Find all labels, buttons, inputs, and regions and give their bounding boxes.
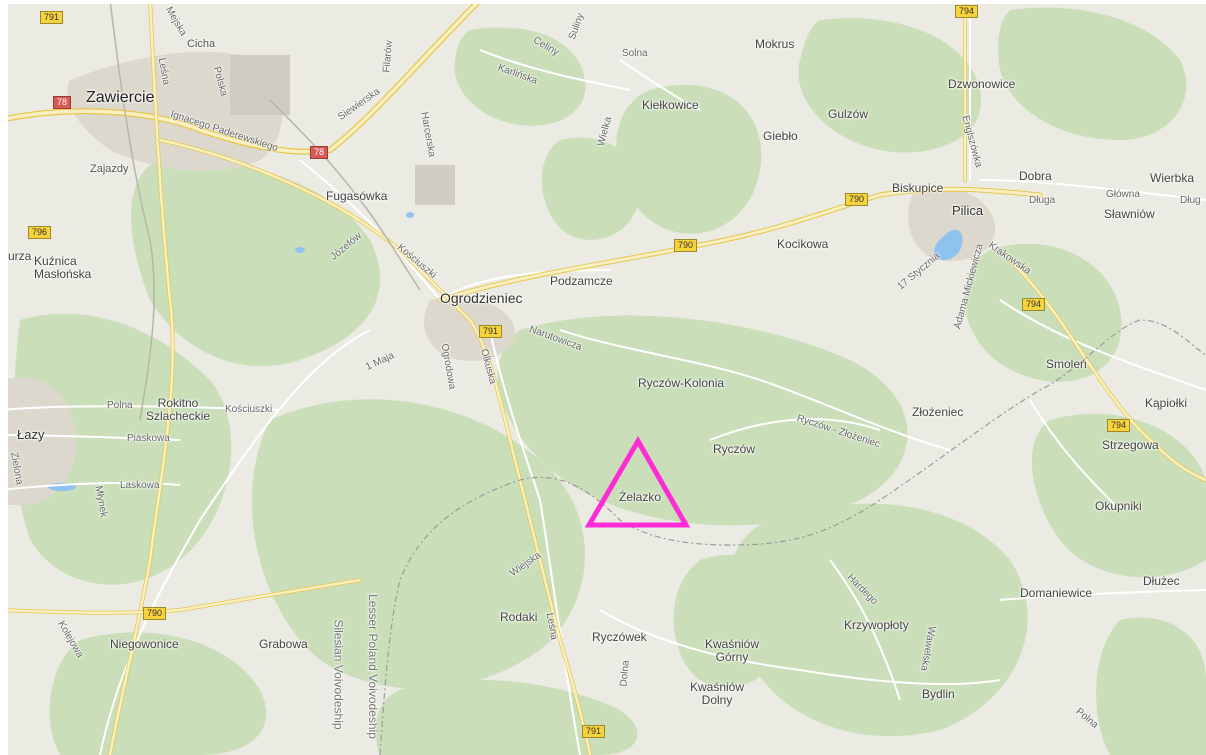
place-label-cicha[interactable]: Cicha — [187, 38, 216, 50]
place-label-smolen[interactable]: Smoleń — [1046, 357, 1087, 371]
place-label-kwasniow-dolny[interactable]: Kwaśniów Dolny — [690, 680, 745, 707]
place-label-ryczow-kolonia[interactable]: Ryczów-Kolonia — [638, 376, 725, 390]
place-label-zelazko[interactable]: Żelazko — [619, 490, 662, 504]
road-shield-794-top: 794 — [955, 5, 979, 18]
street-label-polna-west: Polna — [107, 400, 133, 411]
frame-left — [0, 0, 8, 755]
place-label-podzamcze[interactable]: Podzamcze — [550, 274, 613, 288]
place-label-dobra[interactable]: Dobra — [1019, 169, 1052, 183]
road-shield-78-east: 78 — [310, 146, 329, 159]
location-marker[interactable] — [584, 436, 691, 528]
place-label-ogrodzieniec[interactable]: Ogrodzieniec — [440, 290, 523, 306]
road-shield-791-center: 791 — [479, 325, 503, 338]
place-label-ryczow[interactable]: Ryczów — [713, 442, 756, 456]
railway — [109, 0, 421, 421]
minor-roads — [0, 10, 1206, 755]
road-shield-791-top: 791 — [40, 11, 64, 24]
place-label-zlozeniec[interactable]: Złożeniec — [912, 405, 964, 419]
street-label-laskowa: Laskowa — [120, 480, 160, 491]
place-label-kapiolki[interactable]: Kąpiołki — [1145, 396, 1188, 410]
road-shield-790-center: 790 — [674, 239, 698, 252]
place-label-ryczowek[interactable]: Ryczówek — [592, 630, 647, 644]
place-label-urza[interactable]: urza — [8, 249, 32, 263]
street-label-piaskowa: Piaskowa — [127, 433, 170, 444]
place-label-kielkowice[interactable]: Kiełkowice — [642, 98, 699, 112]
place-label-kocikowa[interactable]: Kocikowa — [777, 237, 829, 251]
road-shield-794-pilica: 794 — [1022, 298, 1046, 311]
place-label-kwasniow-gorny[interactable]: Kwaśniów Górny — [705, 637, 760, 664]
place-label-dzwonowice[interactable]: Dzwonowice — [948, 77, 1016, 91]
place-label-strzegowa[interactable]: Strzegowa — [1102, 438, 1159, 452]
place-label-pilica[interactable]: Pilica — [952, 203, 984, 218]
forest-areas — [13, 7, 1206, 755]
place-label-kuznica-maslonska[interactable]: Kuźnica Masłońska — [34, 254, 92, 281]
street-label-solna: Solna — [622, 48, 648, 59]
place-label-wierbka[interactable]: Wierbka — [1150, 171, 1195, 185]
road-shield-796: 796 — [28, 226, 52, 239]
road-shield-790-southwest: 790 — [143, 607, 167, 620]
road-shield-794-strzegowa: 794 — [1107, 419, 1131, 432]
place-label-gieblo[interactable]: Giebło — [763, 129, 798, 143]
place-label-rokitno-szlacheckie[interactable]: Rokitno Szlacheckie — [146, 396, 211, 423]
place-label-okupniki[interactable]: Okupniki — [1095, 499, 1142, 513]
place-label-mokrus[interactable]: Mokrus — [755, 37, 795, 51]
road-shield-790-east: 790 — [845, 193, 869, 206]
frame-top — [0, 0, 1206, 4]
admin-label-silesian: Silesian Voivodeship — [331, 619, 346, 730]
place-label-biskupice[interactable]: Biskupice — [892, 181, 944, 195]
place-label-domaniewice[interactable]: Domaniewice — [1020, 586, 1093, 600]
place-label-rodaki[interactable]: Rodaki — [500, 610, 538, 624]
place-label-fugasowka[interactable]: Fugasówka — [326, 189, 388, 203]
place-label-slawniow[interactable]: Sławniów — [1104, 207, 1155, 221]
place-label-gulzow[interactable]: Gulzów — [828, 107, 869, 121]
place-label-bydlin[interactable]: Bydlin — [922, 687, 955, 701]
place-label-grabowa[interactable]: Grabowa — [259, 637, 308, 651]
street-label-kosciuszki-west: Kościuszki — [225, 404, 273, 415]
place-label-zawiercie[interactable]: Zawiercie — [86, 89, 155, 106]
street-label-dolna: Dolna — [618, 660, 632, 687]
road-shield-791-bottom: 791 — [582, 725, 606, 738]
place-label-krzywoploty[interactable]: Krzywopłoty — [844, 618, 909, 632]
place-label-niegowonice[interactable]: Niegowonice — [110, 637, 179, 651]
street-label-dlug: Dług — [1180, 195, 1201, 206]
street-label-dluga: Długa — [1029, 195, 1056, 206]
road-shield-78-west: 78 — [53, 96, 72, 109]
place-label-zajazdy[interactable]: Zajazdy — [90, 163, 129, 175]
admin-label-lesser-poland: Lesser Poland Voivodeship — [365, 594, 380, 739]
street-label-glowna: Główna — [1106, 189, 1140, 200]
place-label-lazy[interactable]: Łazy — [17, 427, 45, 442]
place-label-dluzec[interactable]: Dłużec — [1143, 574, 1180, 588]
admin-border — [379, 319, 1206, 755]
